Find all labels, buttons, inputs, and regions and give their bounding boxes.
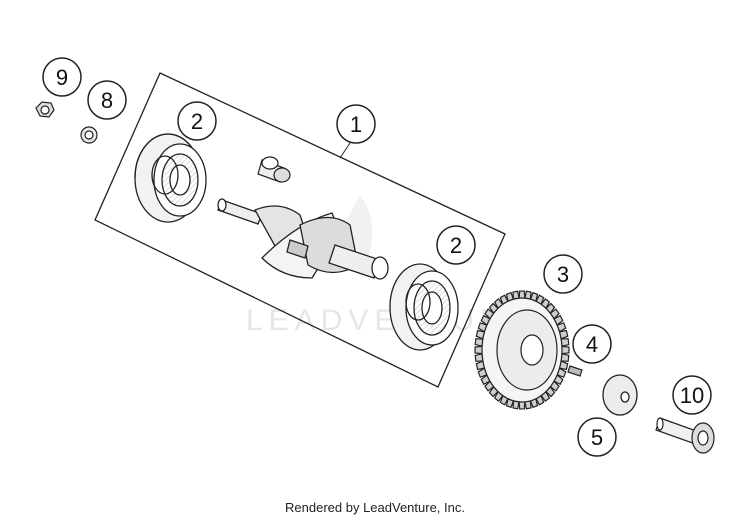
svg-text:5: 5 <box>591 425 603 450</box>
svg-text:1: 1 <box>350 112 362 137</box>
svg-text:8: 8 <box>101 88 113 113</box>
footer-credit: Rendered by LeadVenture, Inc. <box>285 500 465 515</box>
bearing-left <box>134 133 207 223</box>
washer-part-large <box>602 374 638 416</box>
svg-text:2: 2 <box>450 233 462 258</box>
washer-part-small <box>80 126 98 144</box>
svg-text:10: 10 <box>680 383 704 408</box>
callout-10[interactable]: 10 <box>672 375 712 415</box>
callout-2-right[interactable]: 2 <box>436 225 476 265</box>
leader-lines <box>339 139 353 159</box>
crankshaft-part <box>217 198 389 280</box>
callout-1[interactable]: 1 <box>336 104 376 144</box>
svg-text:3: 3 <box>557 262 569 287</box>
callout-3[interactable]: 3 <box>543 254 583 294</box>
callout-8[interactable]: 8 <box>87 80 127 120</box>
crank-pin <box>257 156 291 183</box>
watermark-logo <box>340 195 373 265</box>
svg-text:2: 2 <box>191 109 203 134</box>
gear-tooth <box>518 290 526 299</box>
callout-2-left[interactable]: 2 <box>177 101 217 141</box>
callout-4[interactable]: 4 <box>572 324 612 364</box>
svg-text:9: 9 <box>56 65 68 90</box>
svg-text:4: 4 <box>586 332 598 357</box>
nut-part <box>35 101 55 118</box>
callout-9[interactable]: 9 <box>42 57 82 97</box>
gear-tooth <box>518 401 526 410</box>
bolt-part <box>655 417 715 454</box>
callout-5[interactable]: 5 <box>577 417 617 457</box>
bearing-right <box>389 263 459 351</box>
gear-tooth <box>474 345 483 355</box>
gear-tooth <box>561 345 570 355</box>
key-part <box>567 365 583 377</box>
assembly-outline <box>94 72 506 388</box>
gear-part <box>474 290 570 410</box>
